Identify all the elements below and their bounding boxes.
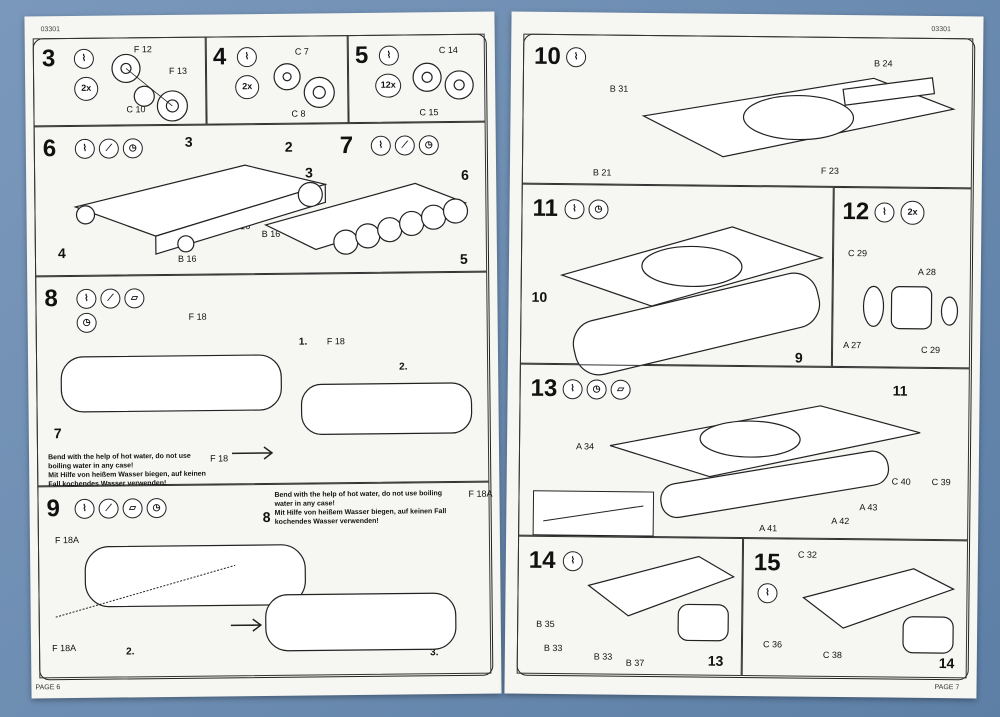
part-label: B 24 bbox=[874, 58, 893, 69]
part-label: C 36 bbox=[762, 639, 783, 650]
glue-icon: ⌇ bbox=[74, 498, 95, 519]
cement-icon: ⟋ bbox=[100, 288, 121, 309]
track-fitting-drawing bbox=[60, 354, 473, 460]
tank-hull-drawing bbox=[609, 405, 921, 519]
step-number: 15 bbox=[753, 549, 781, 577]
clock-icon: ◷ bbox=[146, 498, 167, 519]
part-ref: 4 bbox=[57, 245, 66, 262]
step-5-panel: 5 ⌇ 12x C 14 C 15 bbox=[347, 33, 486, 124]
page-number: PAGE 7 bbox=[934, 684, 960, 692]
step-number: 7 bbox=[339, 132, 354, 160]
glue-icon: ⌇ bbox=[73, 48, 94, 69]
part-label: F 18A bbox=[468, 488, 493, 499]
hull-wheels-drawing bbox=[263, 182, 469, 255]
part-label: B 33 bbox=[593, 651, 613, 662]
quantity-badge: 2x bbox=[900, 200, 925, 225]
step-number: 6 bbox=[42, 135, 57, 163]
glue-icon: ⌇ bbox=[76, 288, 97, 309]
part-label: A 41 bbox=[759, 523, 778, 534]
step-number: 8 bbox=[44, 285, 58, 313]
step-10-panel: 10 ⌇ B 24 B 31 B 21 F 23 bbox=[521, 33, 974, 189]
quantity-badge: 12x bbox=[375, 73, 402, 98]
step-11-panel: 11 ⌇ ◷ 10 9 bbox=[519, 183, 834, 376]
left-page: 03301 PAGE 6 3 ⌇ 2x F 12 F 13 C 10 4 ⌇ 2… bbox=[24, 11, 502, 699]
track-fitting-drawing bbox=[55, 544, 457, 652]
fuel-drum-drawing bbox=[862, 285, 959, 330]
step-8-panel: 8 ⌇ ⟋ ▱ ◷ F 18 F 18 F 18 1. 2. 7 Bend wi… bbox=[35, 271, 490, 488]
glue-icon: ⌇ bbox=[378, 45, 399, 66]
part-ref: 2 bbox=[284, 138, 293, 155]
step-number: 13 bbox=[530, 374, 558, 403]
step-9-panel: 9 ⌇ ⟋ ▱ ◷ F 18A F 18A F 18A 8 2. 3. Bend… bbox=[37, 481, 493, 679]
step-12-panel: 12 ⌇ 2x C 29 A 28 A 27 C 29 bbox=[831, 186, 972, 369]
glue-icon: ⌇ bbox=[562, 379, 583, 400]
quantity-badge: 2x bbox=[74, 76, 99, 101]
page-number: PAGE 6 bbox=[35, 684, 61, 692]
hull-assembly-drawing bbox=[73, 164, 328, 255]
part-label: A 34 bbox=[575, 441, 595, 452]
part-label: C 14 bbox=[438, 44, 458, 56]
part-label: C 39 bbox=[931, 476, 951, 488]
step-6-7-panel: 6 ⌇ ⟋ ◷ 3 2 3 4 B 16 B 16 B 16 7 ⌇ ⟋ ◷ 6… bbox=[33, 121, 488, 277]
step-13-panel: 13 ⌇ ◷ ▱ 11 A 34 C 40 C 39 A 43 A 41 A 4… bbox=[518, 363, 970, 541]
step-number: 12 bbox=[842, 198, 870, 226]
idler-wheel-drawing bbox=[273, 63, 335, 108]
part-label: B 37 bbox=[625, 657, 645, 668]
step-14-panel: 14 ⌇ 13 B 35 B 33 B 33 B 37 bbox=[516, 535, 744, 676]
paint-icon: ▱ bbox=[124, 288, 145, 309]
glue-icon: ⌇ bbox=[370, 135, 391, 156]
part-label: B 21 bbox=[592, 167, 612, 178]
doc-code: 03301 bbox=[40, 26, 61, 34]
step-15-panel: 15 ⌇ 14 C 32 C 36 C 38 bbox=[741, 538, 969, 679]
tank-hull-drawing bbox=[559, 226, 825, 376]
step-number: 9 bbox=[46, 495, 61, 523]
step-number: 4 bbox=[212, 43, 227, 71]
part-label: B 31 bbox=[609, 83, 629, 94]
part-ref: 8 bbox=[262, 508, 271, 526]
road-wheel-drawing bbox=[412, 62, 474, 100]
part-label: F 18 bbox=[210, 453, 229, 464]
clock-icon: ◷ bbox=[418, 135, 439, 156]
detail-inset-drawing bbox=[532, 490, 655, 537]
cement-icon: ⟋ bbox=[98, 498, 119, 519]
cement-icon: ⟋ bbox=[394, 135, 415, 156]
warning-english: Bend with the help of hot water, do not … bbox=[48, 452, 191, 471]
part-ref: 13 bbox=[707, 652, 724, 669]
warning-english: Bend with the help of hot water, do not … bbox=[274, 490, 443, 508]
part-label: A 42 bbox=[831, 515, 850, 527]
quantity-badge: 2x bbox=[235, 75, 260, 100]
part-label: B 35 bbox=[536, 618, 555, 630]
glue-icon: ⌇ bbox=[566, 47, 587, 68]
step-3-panel: 3 ⌇ 2x F 12 F 13 C 10 bbox=[32, 36, 207, 127]
doc-code: 03301 bbox=[931, 25, 951, 34]
rear-hull-drawing bbox=[802, 568, 956, 654]
upper-hull-drawing bbox=[641, 77, 956, 158]
part-ref: 3 bbox=[184, 133, 193, 150]
step-number: 10 bbox=[533, 42, 561, 71]
part-ref: 11 bbox=[892, 382, 908, 399]
part-label: F 18 bbox=[188, 311, 207, 322]
glue-icon: ⌇ bbox=[236, 47, 257, 68]
part-label: C 29 bbox=[921, 344, 941, 356]
step-number: 14 bbox=[528, 546, 556, 575]
part-ref: 10 bbox=[531, 288, 548, 305]
sprocket-drawing bbox=[111, 53, 188, 122]
glue-icon: ⌇ bbox=[757, 583, 778, 604]
step-4-panel: 4 ⌇ 2x C 7 C 8 bbox=[205, 35, 349, 125]
paint-icon: ▱ bbox=[122, 498, 143, 519]
part-label: C 29 bbox=[848, 248, 868, 259]
rear-hull-drawing bbox=[587, 555, 736, 642]
step-number: 5 bbox=[354, 41, 369, 70]
part-label: B 33 bbox=[543, 642, 563, 654]
right-page: 03301 PAGE 7 10 ⌇ B 24 B 31 B 21 F 23 11… bbox=[504, 11, 984, 699]
glue-icon: ⌇ bbox=[874, 202, 895, 223]
step-number: 3 bbox=[41, 45, 56, 73]
